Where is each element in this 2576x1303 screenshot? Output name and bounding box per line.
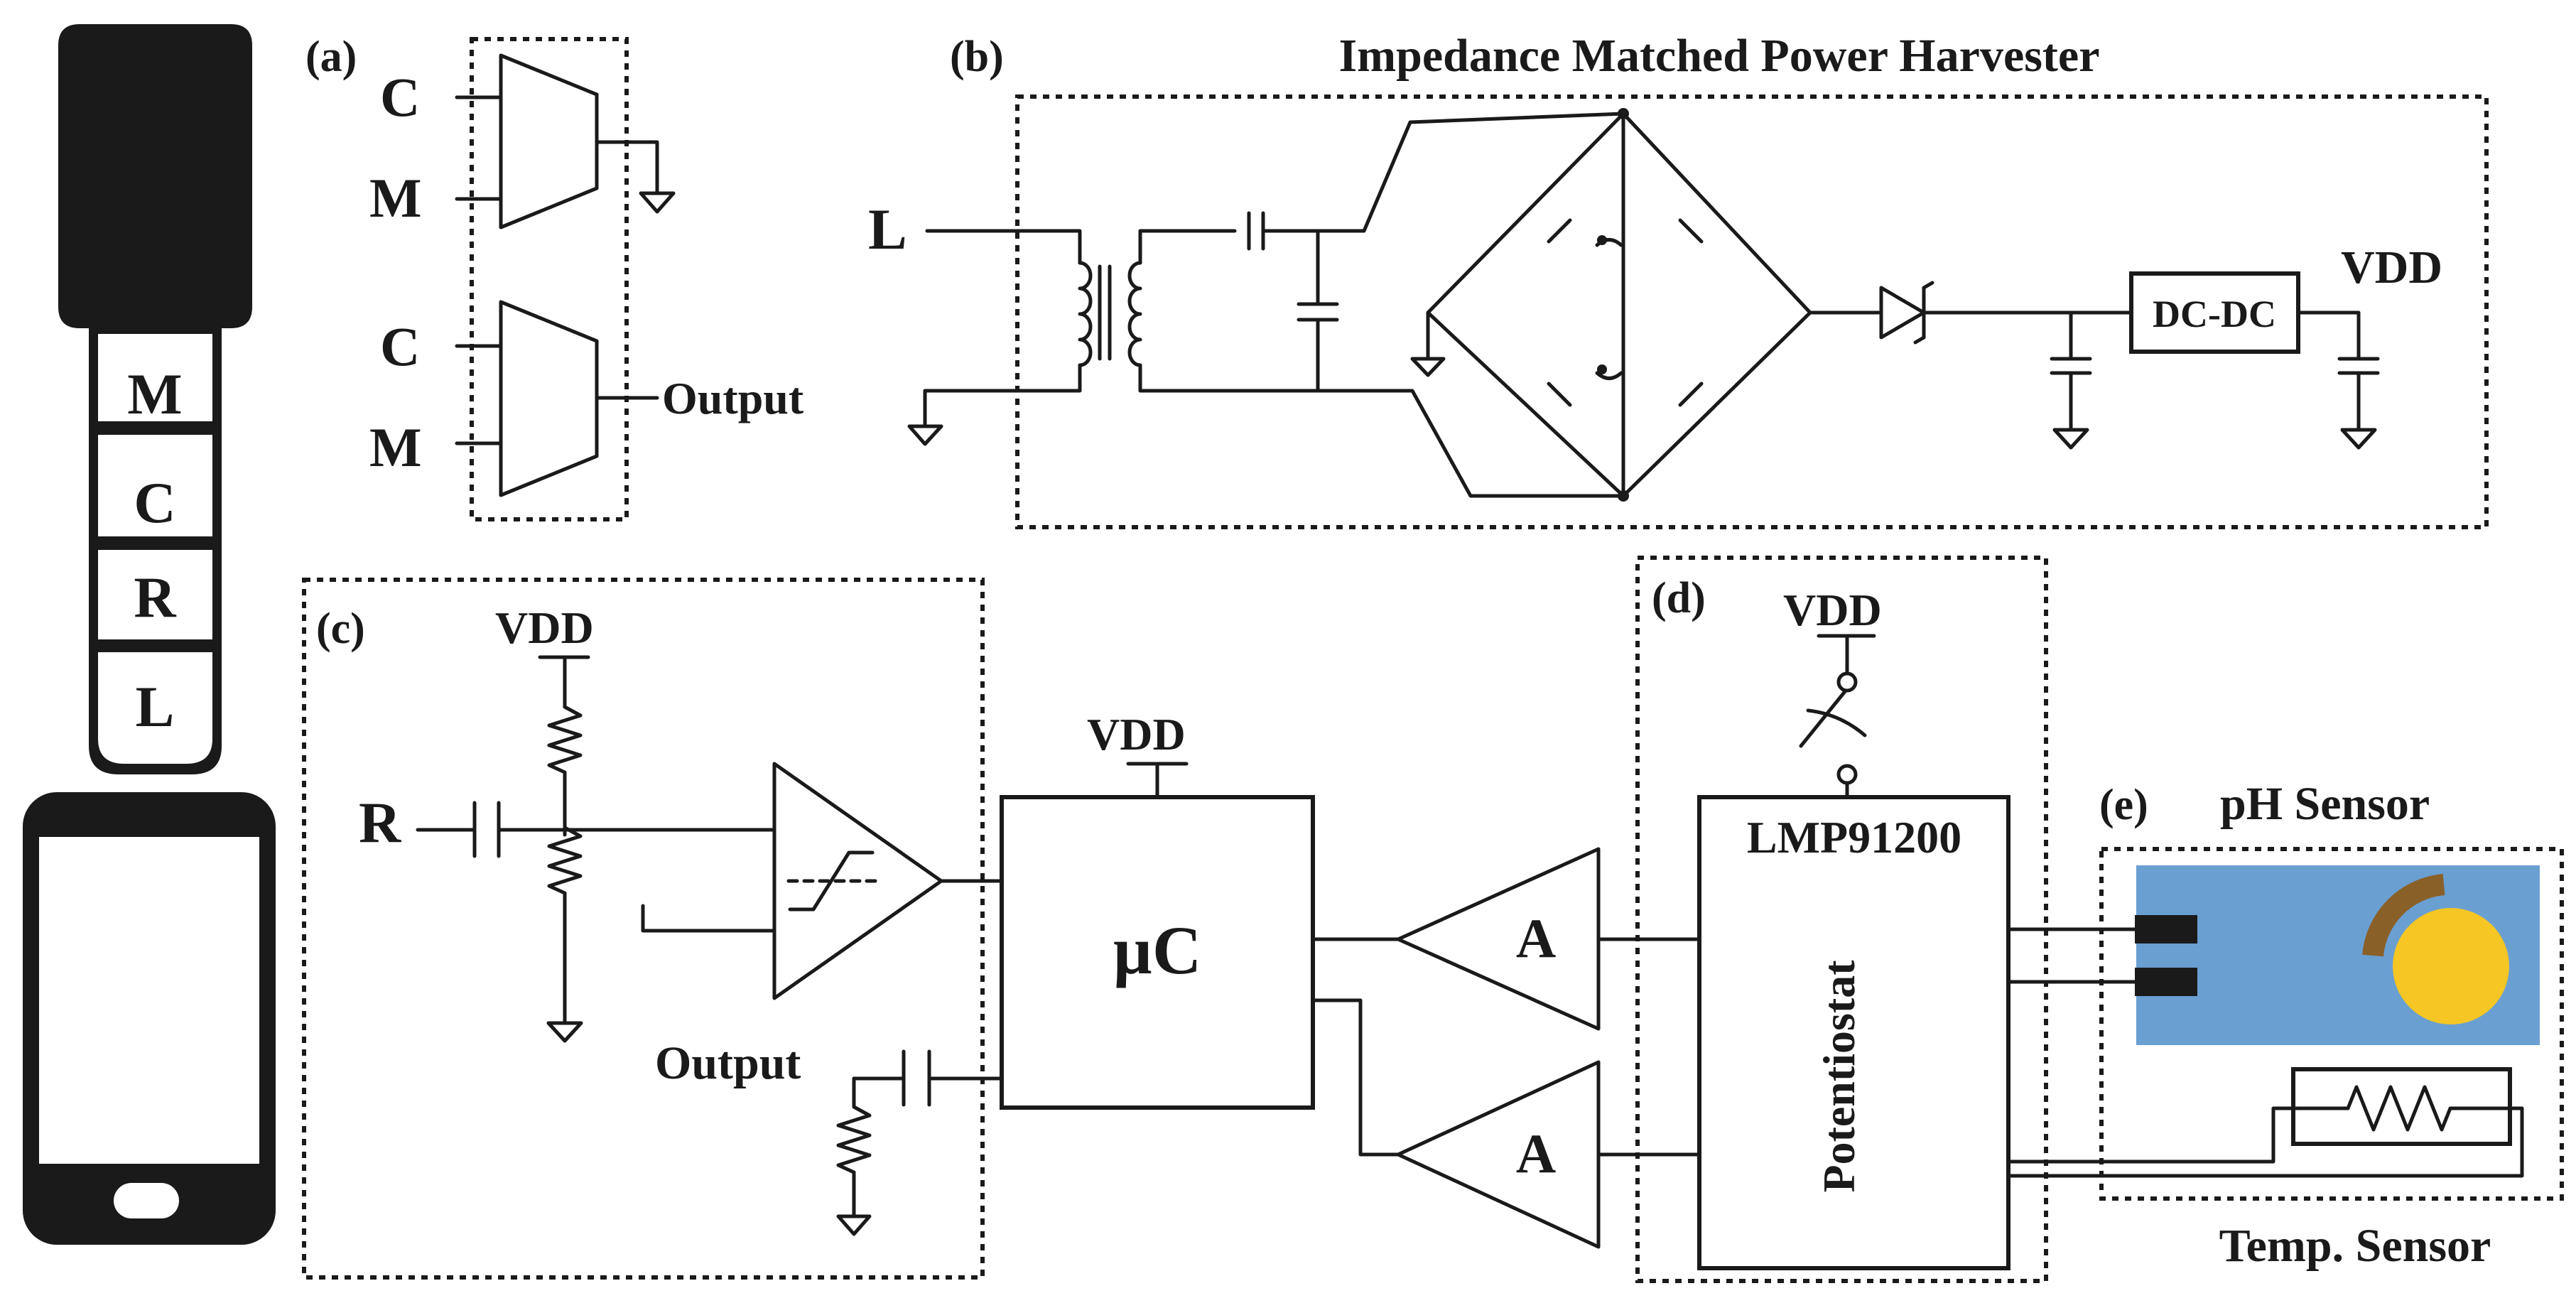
- section-e-tag: (e): [2099, 781, 2148, 829]
- section-a-tag: (a): [305, 33, 357, 81]
- phone-home-button: [114, 1183, 179, 1218]
- section-d-potentiostat: (d) VDD LMP91200 Potentiostat: [1635, 556, 2048, 1283]
- section-e-sensors: (e) pH Sensor Temp. Sensor: [2006, 778, 2564, 1272]
- resistor-r2: [547, 826, 583, 1025]
- section-c-output-label: Output: [655, 1037, 801, 1089]
- bridge-rectifier: [1426, 112, 1812, 498]
- section-d-vdd-label: VDD: [1783, 585, 1882, 635]
- section-b-power-harvester: (b) Impedance Matched Power Harvester L: [868, 30, 2489, 529]
- section-e-boundary: [2099, 847, 2564, 1201]
- section-c-tag: (c): [316, 605, 365, 653]
- section-d-tag: (d): [1652, 574, 1706, 622]
- mux-2-input-m: M: [369, 416, 422, 478]
- output-resistor: [836, 1076, 872, 1236]
- section-c-receiver: (c) VDD R Output: [302, 578, 1004, 1280]
- plug-label-m: M: [127, 362, 182, 426]
- ph-sensor-contact-2: [2135, 968, 2197, 996]
- plug-tip-l: [98, 652, 212, 764]
- dc-dc-label: DC-DC: [2153, 293, 2276, 335]
- trrs-plug: M C R L: [58, 24, 252, 774]
- schottky-diode: [1808, 286, 2133, 340]
- section-d-boundary: [1635, 556, 2048, 1283]
- mux-2: [499, 300, 599, 497]
- transformer-primary: [1078, 261, 1093, 367]
- plug-ring-m: [98, 334, 212, 421]
- power-switch: [1799, 688, 1867, 748]
- input-l-label: L: [868, 197, 907, 261]
- section-c-input-r: R: [359, 790, 401, 855]
- amplifier-2: [1396, 1060, 1601, 1249]
- smartphone-icon: [23, 792, 276, 1245]
- microcontroller: µC VDD: [1000, 709, 1315, 1110]
- comparator: [772, 762, 943, 1000]
- resistor-r1: [547, 705, 583, 837]
- phone-screen: [39, 837, 259, 1164]
- plug-ring-r: [98, 550, 212, 639]
- ph-sensor-title: pH Sensor: [2220, 778, 2430, 830]
- mux-2-input-c: C: [380, 315, 420, 377]
- mux-1-input-c: C: [380, 66, 420, 128]
- mux-2-output-label: Output: [662, 373, 804, 423]
- plug-label-l: L: [136, 674, 175, 739]
- microcontroller-vdd-label: VDD: [1087, 709, 1186, 759]
- ph-reference-electrode: [2362, 874, 2445, 957]
- amplifier-1: [1396, 847, 1601, 1031]
- section-c-boundary: [302, 578, 985, 1280]
- ph-sensor-contact-1: [2135, 915, 2197, 944]
- section-a-mux: (a) C M C M Output: [305, 33, 804, 521]
- amplifier-2-label: A: [1516, 1123, 1556, 1184]
- microcontroller-label: µC: [1113, 912, 1202, 988]
- chip-function-label: Potentiostat: [1814, 960, 1864, 1193]
- ph-working-electrode: [2393, 908, 2509, 1024]
- plug-ring-c: [98, 435, 212, 536]
- section-b-boundary: [1015, 94, 2489, 529]
- harvester-vdd-label: VDD: [2341, 242, 2442, 293]
- schmitt-symbol: [788, 850, 875, 912]
- potentiostat-chip: [1697, 795, 2011, 1270]
- chip-name-label: LMP91200: [1747, 812, 1961, 863]
- mux-1: [499, 53, 599, 229]
- section-b-tag: (b): [950, 33, 1004, 81]
- transformer-secondary: [1127, 261, 1142, 367]
- section-c-vdd-label: VDD: [495, 602, 594, 653]
- temp-sensor-label: Temp. Sensor: [2219, 1220, 2491, 1272]
- mux-1-input-m: M: [369, 167, 422, 229]
- section-b-title: Impedance Matched Power Harvester: [1339, 30, 2100, 82]
- thermistor: [2320, 1085, 2482, 1132]
- amplifiers: A A: [1311, 847, 1701, 1249]
- amplifier-1-label: A: [1516, 907, 1556, 969]
- plug-label-r: R: [134, 565, 176, 629]
- section-a-boundary: [470, 37, 629, 521]
- plug-label-c: C: [134, 470, 175, 535]
